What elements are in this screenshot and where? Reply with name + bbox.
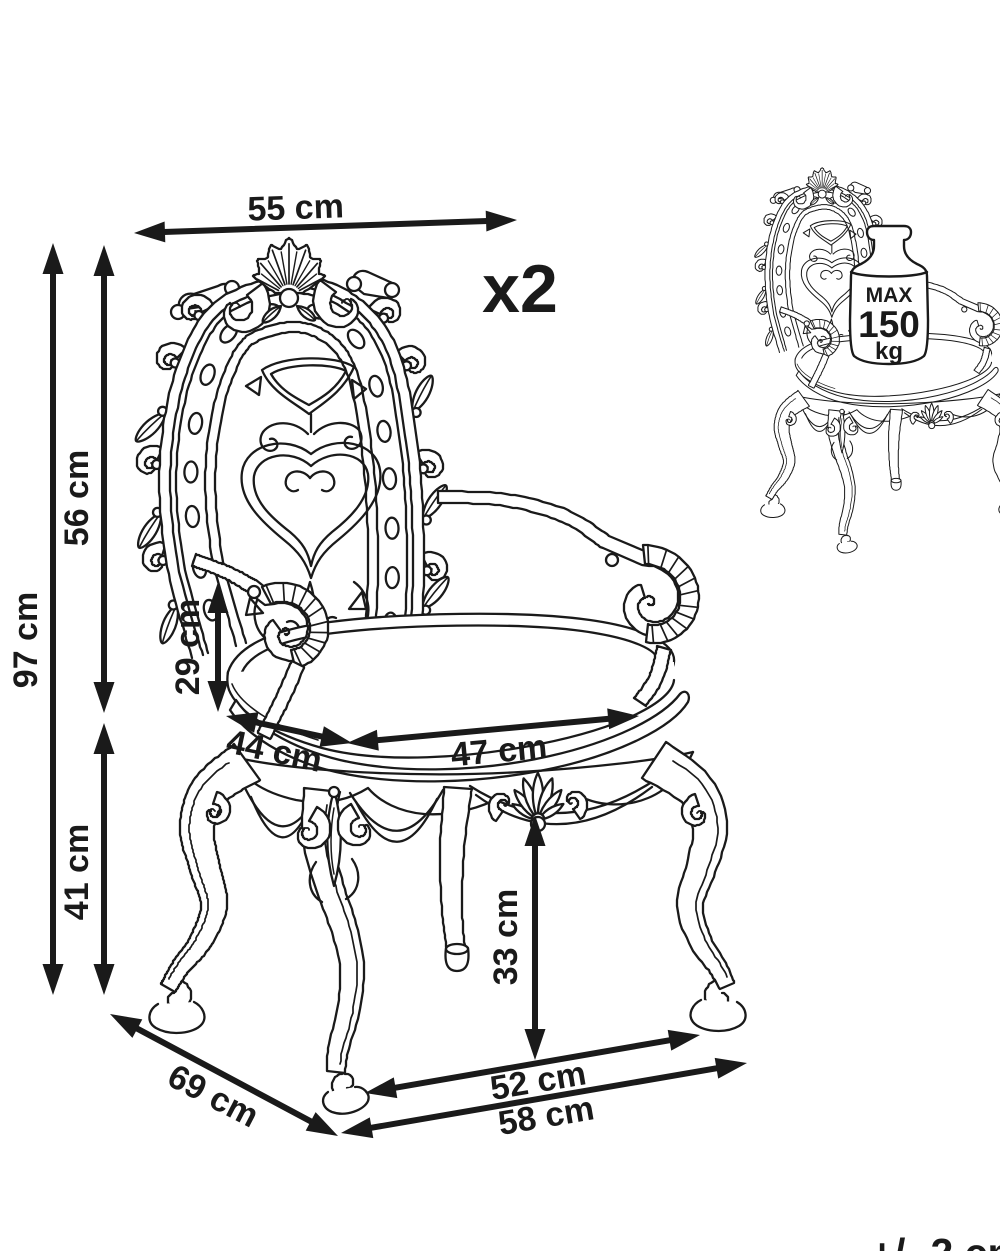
dim-back-width: [134, 210, 517, 243]
tolerance-label: +/- 2 cm: [870, 1230, 1000, 1251]
quantity-label: x2: [482, 251, 558, 327]
dim-back-height-label: 56 cm: [58, 450, 96, 546]
dim-total-width: [341, 1057, 747, 1139]
dim-back-width-label: 55 cm: [247, 187, 345, 228]
weight-unit-label: kg: [875, 338, 903, 365]
dim-under-clearance-label: 33 cm: [487, 889, 525, 985]
dim-seat-height-label: 41 cm: [58, 824, 96, 920]
weight-limit-text: MAX 150 kg: [858, 284, 920, 365]
dim-under-clearance: [524, 815, 546, 1060]
chair-line-art: [134, 236, 747, 1115]
dimension-annotations: 55 cm 97 cm 56 cm 41 cm 29 cm 44 cm 47 c…: [7, 187, 747, 1143]
dim-seat-height: [93, 723, 115, 995]
weight-value-label: 150: [858, 304, 920, 345]
weight-max-label: MAX: [866, 284, 913, 307]
dim-armrest-height-label: 29 cm: [169, 599, 207, 695]
dim-front-feet-width: [365, 1029, 700, 1099]
dim-total-depth: [110, 1014, 338, 1136]
dim-total-height: [42, 243, 64, 995]
main-chair-drawing: [134, 236, 747, 1115]
dim-armrest-height: [207, 582, 229, 712]
dim-seat-width: [347, 708, 639, 751]
dim-total-height-label: 97 cm: [7, 592, 45, 688]
dim-back-height: [93, 245, 115, 713]
weight-limit-icon: [848, 224, 930, 366]
dim-seat-depth: [226, 712, 352, 747]
dim-seat-width-label: 47 cm: [449, 728, 548, 775]
